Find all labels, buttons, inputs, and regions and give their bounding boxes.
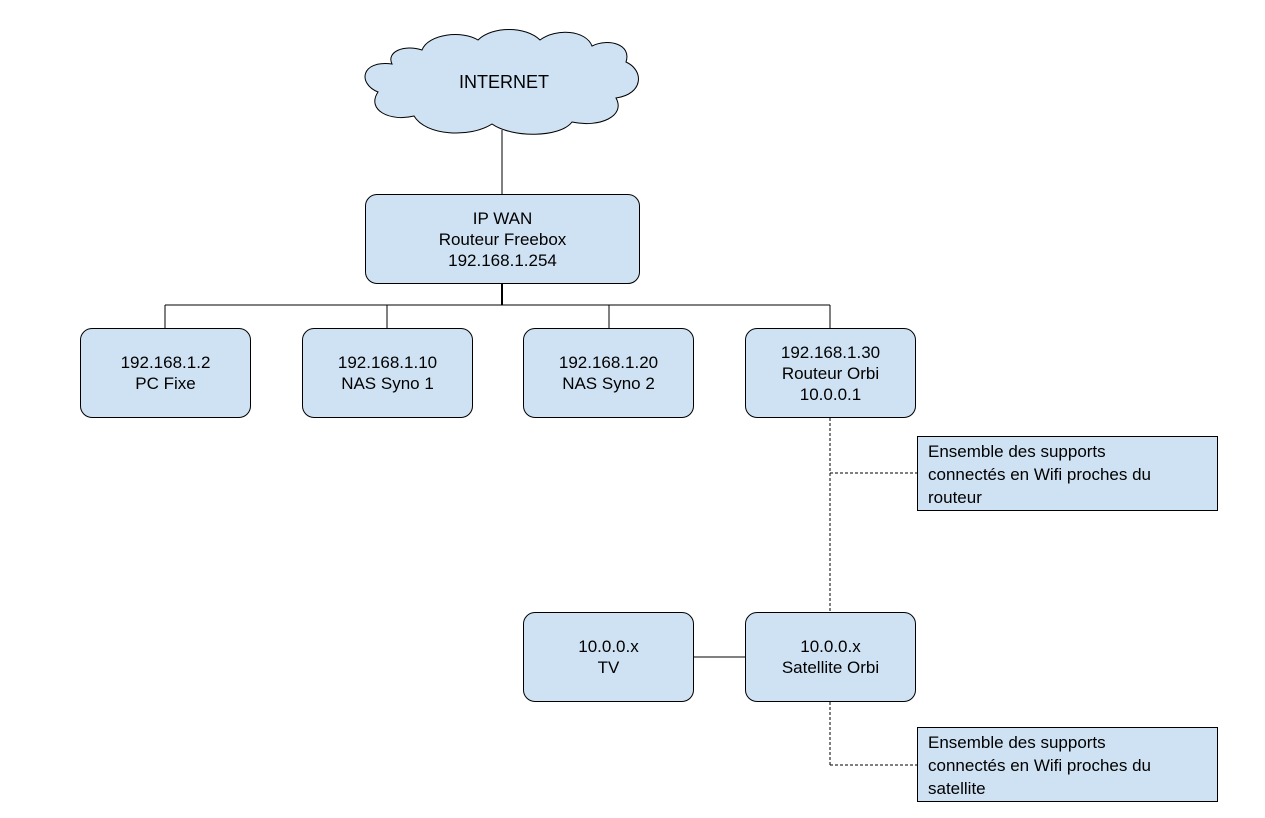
satellite-ip: 10.0.0.x <box>800 637 861 656</box>
freebox-line-3: 192.168.1.254 <box>448 250 557 270</box>
satellite-note-line-1: Ensemble des supports <box>928 733 1106 752</box>
tv-label: TV <box>597 658 620 677</box>
orbi-label: Routeur Orbi <box>781 363 880 383</box>
orbi-lan-ip: 10.0.0.1 <box>799 384 862 404</box>
nas2-label: NAS Syno 2 <box>562 374 655 393</box>
internet-label: INTERNET <box>459 71 549 92</box>
pc-fixe-node: 192.168.1.2 PC Fixe <box>80 328 251 418</box>
tv-node: 10.0.0.x TV <box>523 612 694 702</box>
satellite-wifi-note: Ensemble des supports connectés en Wifi … <box>917 727 1218 802</box>
router-wifi-note: Ensemble des supports connectés en Wifi … <box>917 436 1218 511</box>
orbi-ip: 192.168.1.30 <box>780 342 881 362</box>
tv-ip: 10.0.0.x <box>578 637 639 656</box>
router-note-line-2: connectés en Wifi proches du <box>928 465 1152 484</box>
router-note-line-1: Ensemble des supports <box>928 442 1106 461</box>
freebox-router-node: IP WAN Routeur Freebox 192.168.1.254 <box>365 194 640 284</box>
pc-label: PC Fixe <box>135 374 196 393</box>
satellite-note-line-3: satellite <box>928 779 986 798</box>
nas-syno-2-node: 192.168.1.20 NAS Syno 2 <box>523 328 694 418</box>
satellite-orbi-node: 10.0.0.x Satellite Orbi <box>745 612 916 702</box>
satellite-note-line-2: connectés en Wifi proches du <box>928 756 1152 775</box>
router-note-line-3: routeur <box>928 488 982 507</box>
freebox-line-2: Routeur Freebox <box>438 229 567 249</box>
freebox-line-1: IP WAN <box>472 208 533 228</box>
orbi-router-node: 192.168.1.30 Routeur Orbi 10.0.0.1 <box>745 328 916 418</box>
satellite-label: Satellite Orbi <box>781 658 880 677</box>
nas1-label: NAS Syno 1 <box>341 374 434 393</box>
cloud-icon <box>364 29 639 135</box>
pc-ip: 192.168.1.2 <box>120 353 211 372</box>
nas1-ip: 192.168.1.10 <box>337 353 438 372</box>
nas-syno-1-node: 192.168.1.10 NAS Syno 1 <box>302 328 473 418</box>
nas2-ip: 192.168.1.20 <box>558 353 659 372</box>
